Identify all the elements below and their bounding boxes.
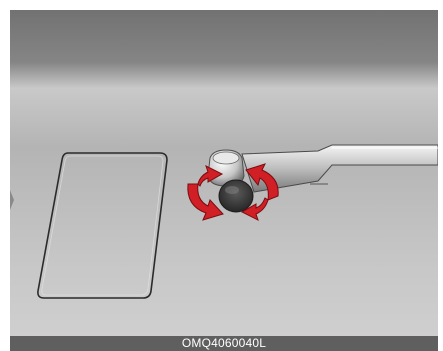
illustration-canvas <box>10 10 438 336</box>
caption-bar: OMQ4060040L <box>10 336 438 351</box>
figure-code: OMQ4060040L <box>182 336 266 351</box>
fastener-cap <box>219 180 253 212</box>
illustration <box>10 10 438 336</box>
fastener-cap-shine <box>225 186 239 194</box>
screw-top <box>213 152 239 164</box>
